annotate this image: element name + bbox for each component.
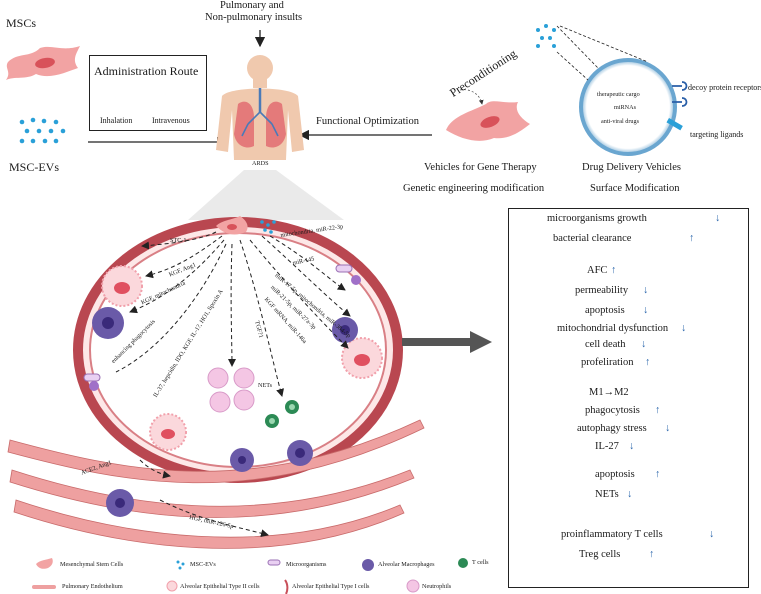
insults-line1: Pulmonary and — [220, 0, 284, 11]
drug-delivery-vehicles-label: Drug Delivery Vehicles — [582, 162, 681, 173]
stc1-label: STC-1 — [170, 237, 187, 244]
msc-evs-label: MSC-EVs — [9, 160, 60, 174]
msc-cell-icon — [6, 46, 80, 80]
effect-proinflammatory-t: proinflammatory T cells — [561, 529, 663, 540]
effect-mito-arrow: ↓ — [681, 323, 687, 334]
functional-optimization-label: Functional Optimization — [316, 116, 419, 127]
surface-modification-label: Surface Modification — [590, 183, 680, 194]
result-arrow — [402, 331, 492, 353]
effects-box: microorganisms growth ↓ bacterial cleara… — [508, 208, 749, 588]
drug-delivery-ev-icon — [556, 25, 688, 156]
nets-label: NETs — [258, 382, 273, 389]
neutrophil-icon — [207, 367, 255, 413]
effect-proliferation-arrow: ↑ — [645, 357, 651, 368]
inhalation-label: Inhalation — [100, 116, 133, 125]
legend-type2: Alveolar Epithelial Type II cells — [180, 583, 260, 590]
effect-cell-death-arrow: ↓ — [641, 339, 647, 350]
decoy-receptors-label: decoy protein receptors — [688, 83, 761, 92]
effect-bacterial-clearance: bacterial clearance — [553, 233, 632, 244]
t-cell-icon — [265, 400, 299, 428]
ards-label: ARDS — [252, 160, 269, 167]
effect-clearance-arrow: ↑ — [689, 233, 695, 244]
effect-apoptosis-2-arrow: ↑ — [655, 469, 661, 480]
cargo-label: therapeutic cargo — [597, 91, 640, 98]
msc-ev-dots-icon — [19, 117, 66, 144]
effect-nets: NETs — [595, 489, 619, 500]
effect-autophagy: autophagy stress — [577, 423, 647, 434]
effect-permeability-arrow: ↓ — [643, 285, 649, 296]
effect-apoptosis-1-arrow: ↓ — [643, 305, 649, 316]
effect-treg-arrow: ↑ — [649, 549, 655, 560]
antiviral-label: anti-viral drugs — [601, 118, 639, 125]
effect-cell-death: cell death — [585, 339, 626, 350]
targeting-ligands-label: targeting ligands — [690, 130, 744, 139]
route-title: Administration Route — [94, 64, 199, 78]
mirnas-label: miRNAs — [614, 104, 637, 111]
mscs-label: MSCs — [6, 16, 37, 30]
legend-msc: Mesenchymal Stem Cells — [60, 561, 124, 568]
legend-type1: Alveolar Epithelial Type I cells — [292, 583, 370, 590]
human-lungs-icon — [216, 55, 304, 160]
effect-afc: AFC — [587, 265, 608, 276]
effect-apoptosis-2: apoptosis — [595, 469, 635, 480]
effect-autophagy-arrow: ↓ — [665, 423, 671, 434]
legend-macrophages: Alveolar Macrophages — [378, 561, 435, 568]
microorganism-icon — [83, 264, 361, 391]
ev-cluster-icon — [536, 24, 556, 48]
administration-route-box: Administration Route Inhalation Intraven… — [89, 55, 207, 131]
legend-endothelium: Pulmonary Endothelium — [62, 583, 123, 590]
vehicles-gene-therapy-label: Vehicles for Gene Therapy — [424, 162, 537, 173]
effect-afc-arrow: ↑ — [611, 265, 617, 276]
type2-cell-icon — [101, 265, 383, 451]
effect-m1-m2: M1→M2 — [589, 387, 629, 398]
effect-il27: IL-27 — [595, 441, 619, 452]
legend-msc-evs: MSC-EVs — [190, 561, 216, 568]
effect-treg: Treg cells — [579, 549, 621, 560]
legend-icons — [32, 558, 468, 594]
legend-t-cells: T cells — [472, 559, 489, 566]
effect-apoptosis-1: apoptosis — [585, 305, 625, 316]
effect-proinflammatory-arrow: ↓ — [709, 529, 715, 540]
effect-phagocytosis: phagocytosis — [585, 405, 640, 416]
effect-nets-arrow: ↓ — [627, 489, 633, 500]
effect-il27-arrow: ↓ — [629, 441, 635, 452]
effect-permeability: permeability — [575, 285, 629, 296]
mechanism-arrows — [115, 231, 351, 538]
effect-proliferation: profeliration — [581, 357, 634, 368]
effect-microbes-growth: microorganisms growth — [547, 213, 647, 224]
effect-phagocytosis-arrow: ↑ — [655, 405, 661, 416]
insults-line2: Non-pulmonary insults — [205, 12, 303, 23]
intravenous-label: Intravenous — [152, 116, 190, 125]
legend-microorganisms: Microorganisms — [286, 561, 327, 568]
legend-neutrophils: Neutrophils — [422, 583, 452, 590]
genetic-engineering-label: Genetic engineering modification — [403, 183, 545, 194]
effect-microbes-arrow: ↓ — [715, 213, 721, 224]
effect-mito-dysfunction: mitochondrial dysfunction — [557, 323, 669, 334]
